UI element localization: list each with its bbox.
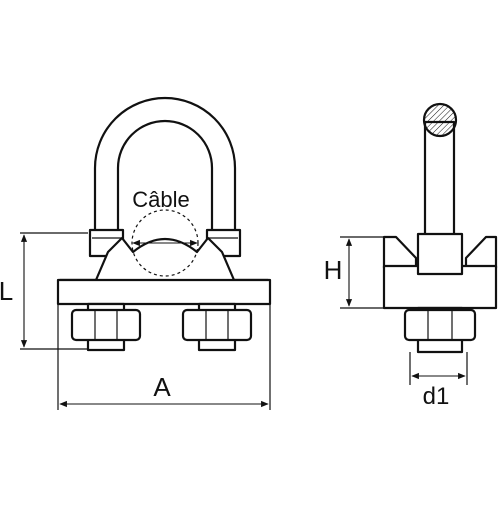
front-view: Câble L A (0, 96, 272, 410)
left-nut (70, 308, 142, 342)
dimension-d1-label: d1 (423, 383, 450, 410)
side-bolt-leg (423, 120, 456, 242)
dimension-L-label: L (0, 276, 13, 306)
side-view: H d1 (324, 102, 498, 410)
cable-label: Câble (132, 187, 189, 212)
side-thread-block (416, 232, 464, 276)
side-bolt-section (422, 102, 458, 138)
cable-circle (131, 209, 199, 277)
dimension-A-label: A (153, 372, 171, 402)
side-nut (403, 308, 477, 342)
right-nut (181, 308, 253, 342)
dimension-H-label: H (324, 255, 343, 285)
u-bolt (93, 96, 237, 237)
base-plate (56, 278, 272, 306)
